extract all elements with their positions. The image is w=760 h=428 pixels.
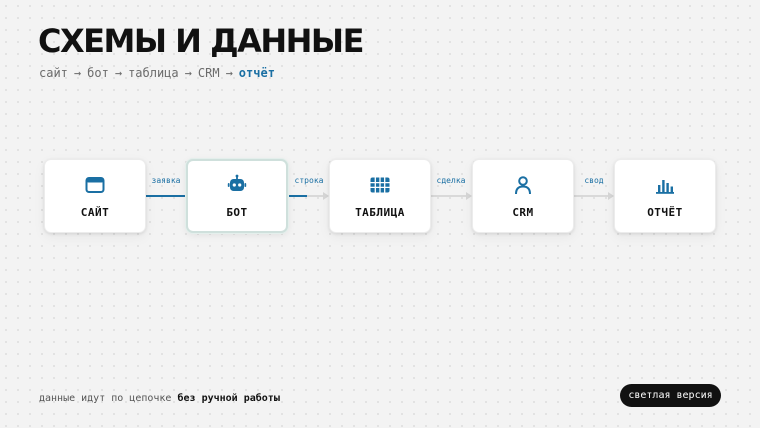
node-site[interactable]: САЙТ: [44, 159, 146, 233]
breadcrumb-separator: →: [73, 66, 82, 80]
node-label: ТАБЛИЦА: [355, 205, 405, 219]
breadcrumb-item-site[interactable]: сайт: [39, 66, 68, 80]
arrow-head-icon: [608, 192, 614, 200]
connector-crm-report: [574, 195, 608, 197]
node-crm[interactable]: CRM: [472, 159, 574, 233]
arrow-head-icon: [466, 192, 472, 200]
connector-bot-table-active: [289, 195, 307, 197]
robot-icon: [226, 174, 248, 196]
connector-label-deal: сделка: [436, 176, 466, 185]
node-table[interactable]: ТАБЛИЦА: [329, 159, 431, 233]
breadcrumb-item-bot[interactable]: бот: [87, 66, 109, 80]
connector-label-request: заявка: [151, 176, 181, 185]
connector-label-row: строка: [294, 176, 324, 185]
person-icon: [512, 174, 534, 196]
node-bot[interactable]: БОТ: [186, 159, 288, 233]
node-label: ОТЧЁТ: [647, 205, 683, 219]
breadcrumb-item-table[interactable]: таблица: [128, 66, 179, 80]
footer-text: данные идут по цепочке: [39, 393, 172, 404]
node-label: САЙТ: [80, 205, 110, 219]
breadcrumb-separator: →: [184, 66, 192, 80]
version-toggle-button[interactable]: светлая версия: [620, 384, 721, 407]
footer-caption: данные идут по цепочке без ручной работы: [39, 393, 280, 404]
connector-bot-table: [307, 195, 323, 197]
browser-window-icon: [84, 174, 106, 196]
page-title: СХЕМЫ И ДАННЫЕ: [38, 22, 364, 60]
breadcrumb-separator: →: [114, 66, 123, 80]
node-label: БОТ: [226, 205, 248, 219]
breadcrumb-item-report[interactable]: отчёт: [238, 66, 275, 80]
connector-label-summary: свод: [584, 176, 604, 185]
node-label: CRM: [512, 205, 534, 219]
bar-chart-icon: [654, 174, 676, 196]
arrow-head-icon: [323, 192, 329, 200]
grid-table-icon: [369, 174, 391, 196]
connector-site-bot: [146, 195, 186, 197]
breadcrumb-separator: →: [225, 66, 233, 80]
footer-emphasis: без ручной работы: [177, 393, 280, 404]
breadcrumb-item-crm[interactable]: CRM: [197, 66, 220, 80]
connector-table-crm: [431, 195, 466, 197]
breadcrumb: сайт → бот → таблица → CRM → отчёт: [39, 66, 275, 80]
node-report[interactable]: ОТЧЁТ: [614, 159, 716, 233]
